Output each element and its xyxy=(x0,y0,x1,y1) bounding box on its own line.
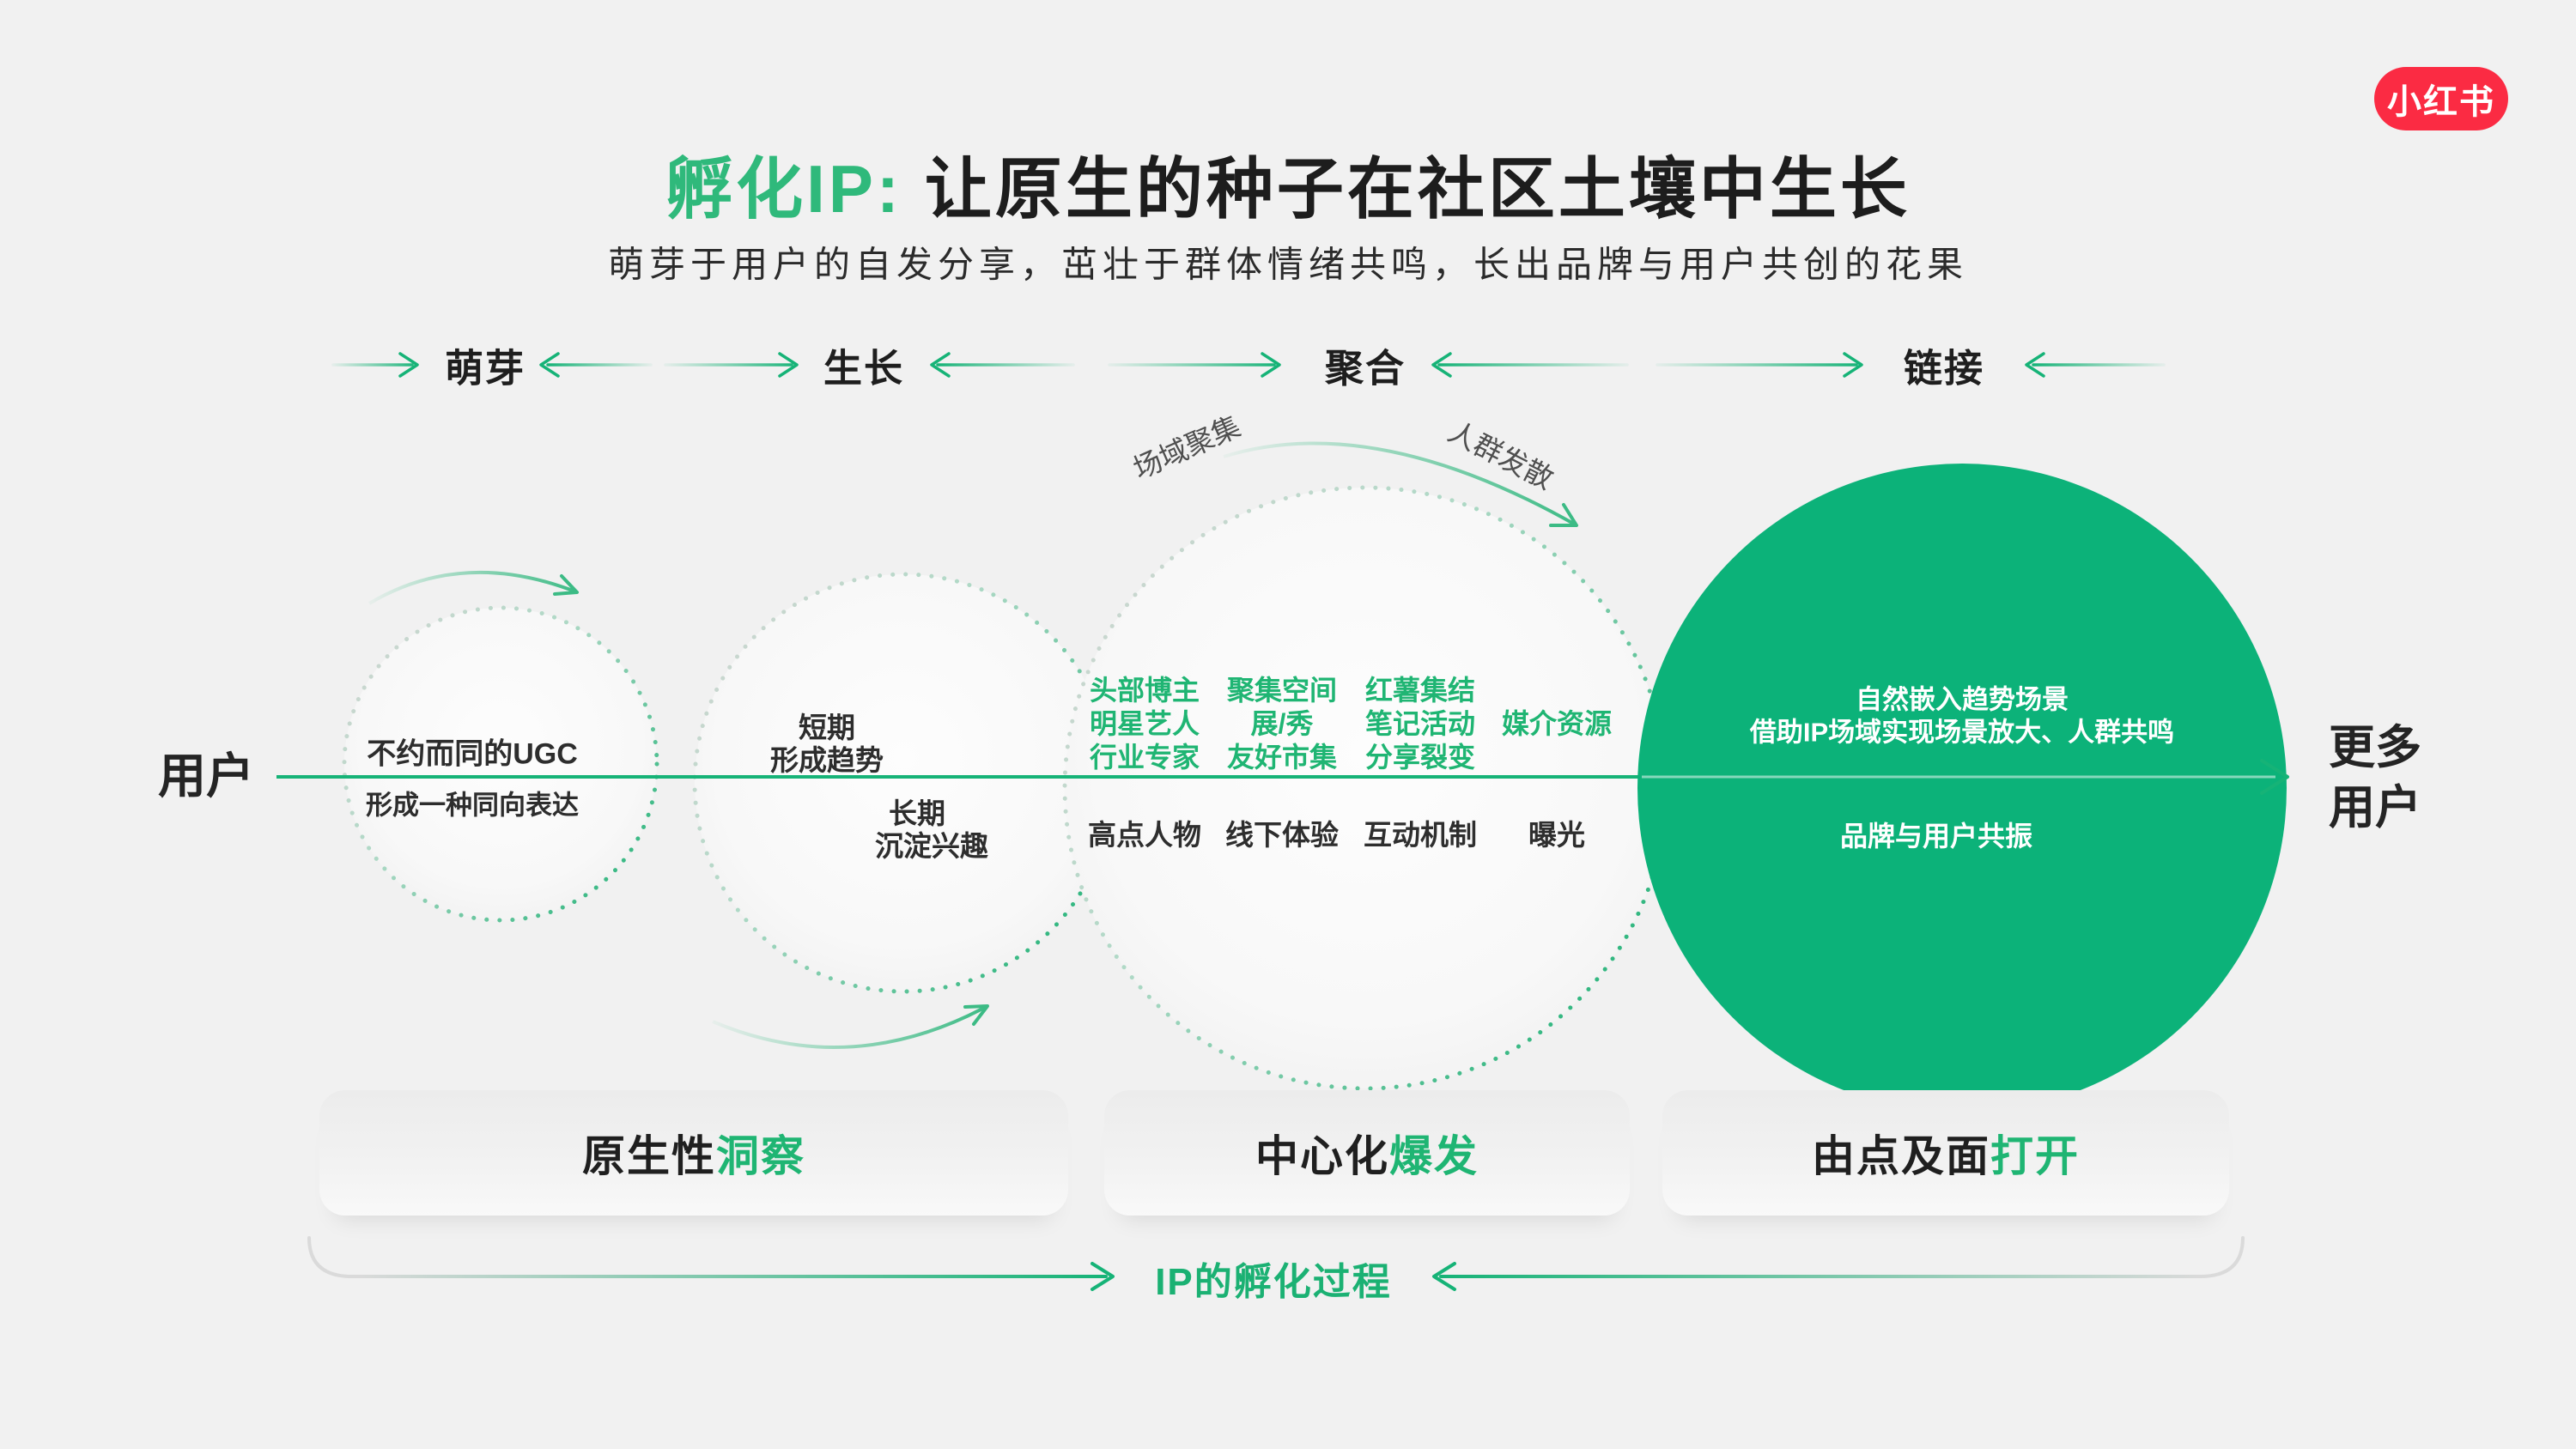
agg-col2-bottom: 线下体验 xyxy=(1225,819,1339,851)
seed-circle-line1: 不约而同的UGC xyxy=(367,737,578,771)
aggregation-arc-arrow-icon xyxy=(1223,441,1578,527)
link-circle-bottom: 品牌与用户共振 xyxy=(1839,821,2033,852)
seed-circle-line2: 形成一种同向表达 xyxy=(366,790,579,821)
aggregation-circle-shape xyxy=(1062,485,1668,1091)
card-centralized-burst: 中心化爆发 xyxy=(1104,1090,1630,1216)
axis-end-label-line1: 更多 xyxy=(2329,722,2421,773)
stage-label-grow: 生长 xyxy=(823,346,905,391)
xiaohongshu-logo: 小红书 xyxy=(2374,67,2508,130)
link-circle-line1: 自然嵌入趋势场景 xyxy=(1856,684,2069,715)
agg-col3-bottom: 互动机制 xyxy=(1364,819,1477,851)
axis-end-label-line2: 用户 xyxy=(2329,782,2421,834)
card-plain-text: 原生性 xyxy=(582,1132,716,1180)
agg-col1-bottom: 高点人物 xyxy=(1088,819,1201,851)
growth-long-term-line2: 沉淀兴趣 xyxy=(875,830,988,862)
footer-bracket xyxy=(307,1236,2245,1291)
title-highlight: 孵化IP: xyxy=(665,151,902,227)
growth-long-term-line1: 长期 xyxy=(889,797,945,829)
axis-arrowhead-icon xyxy=(2260,759,2289,795)
growth-arc-arrow-icon xyxy=(712,1004,989,1049)
axis-start-label: 用户 xyxy=(158,749,254,803)
agg-col2-row1: 聚集空间 xyxy=(1226,675,1338,706)
growth-short-term-line2: 形成趋势 xyxy=(770,744,884,776)
stage-label-aggregate: 聚合 xyxy=(1324,346,1406,391)
link-circle-line2: 借助IP场域实现场景放大、人群共鸣 xyxy=(1749,717,2175,748)
footer-process-label: IP的孵化过程 xyxy=(1155,1261,1392,1303)
link-circle-shape xyxy=(1637,464,2287,1113)
logo-text: 小红书 xyxy=(2387,83,2495,121)
agg-col3-row2: 笔记活动 xyxy=(1364,708,1476,739)
agg-col3-row1: 红薯集结 xyxy=(1364,675,1476,706)
agg-col1-row2: 明星艺人 xyxy=(1089,708,1200,739)
stage-label-link: 链接 xyxy=(1903,346,1985,391)
stage-label-sprout: 萌芽 xyxy=(444,346,526,391)
card-accent-text: 打开 xyxy=(1990,1132,2080,1180)
agg-col1-row3: 行业专家 xyxy=(1089,742,1200,773)
seed-arc-arrow-icon xyxy=(368,570,579,605)
seed-circle-shape xyxy=(342,605,659,923)
agg-col4-row1: 媒介资源 xyxy=(1501,708,1613,739)
growth-circle-shape xyxy=(692,572,1115,994)
card-accent-text: 洞察 xyxy=(716,1132,805,1180)
agg-col2-row2: 展/秀 xyxy=(1250,708,1314,739)
growth-short-term-line1: 短期 xyxy=(799,712,855,743)
card-plain-text: 由点及面 xyxy=(1812,1132,1990,1180)
title-rest: 让原生的种子在社区土壤中生长 xyxy=(924,151,1911,227)
agg-col2-row3: 友好市集 xyxy=(1226,742,1338,773)
card-accent-text: 爆发 xyxy=(1389,1132,1479,1180)
agg-col1-row1: 头部博主 xyxy=(1089,675,1200,706)
stage-arrows xyxy=(331,352,2166,378)
agg-col3-row3: 分享裂变 xyxy=(1364,742,1476,773)
card-point-to-surface: 由点及面打开 xyxy=(1662,1090,2229,1216)
page-subtitle: 萌芽于用户的自发分享，茁壮于群体情绪共鸣，长出品牌与用户共创的花果 xyxy=(607,244,1969,285)
page-title: 孵化IP: 让原生的种子在社区土壤中生长 xyxy=(665,136,1911,232)
agg-col4-bottom: 曝光 xyxy=(1528,819,1585,851)
axis-end-label: 更多 用户 xyxy=(2329,718,2421,838)
card-native-insight: 原生性洞察 xyxy=(319,1090,1068,1216)
card-plain-text: 中心化 xyxy=(1255,1132,1389,1180)
